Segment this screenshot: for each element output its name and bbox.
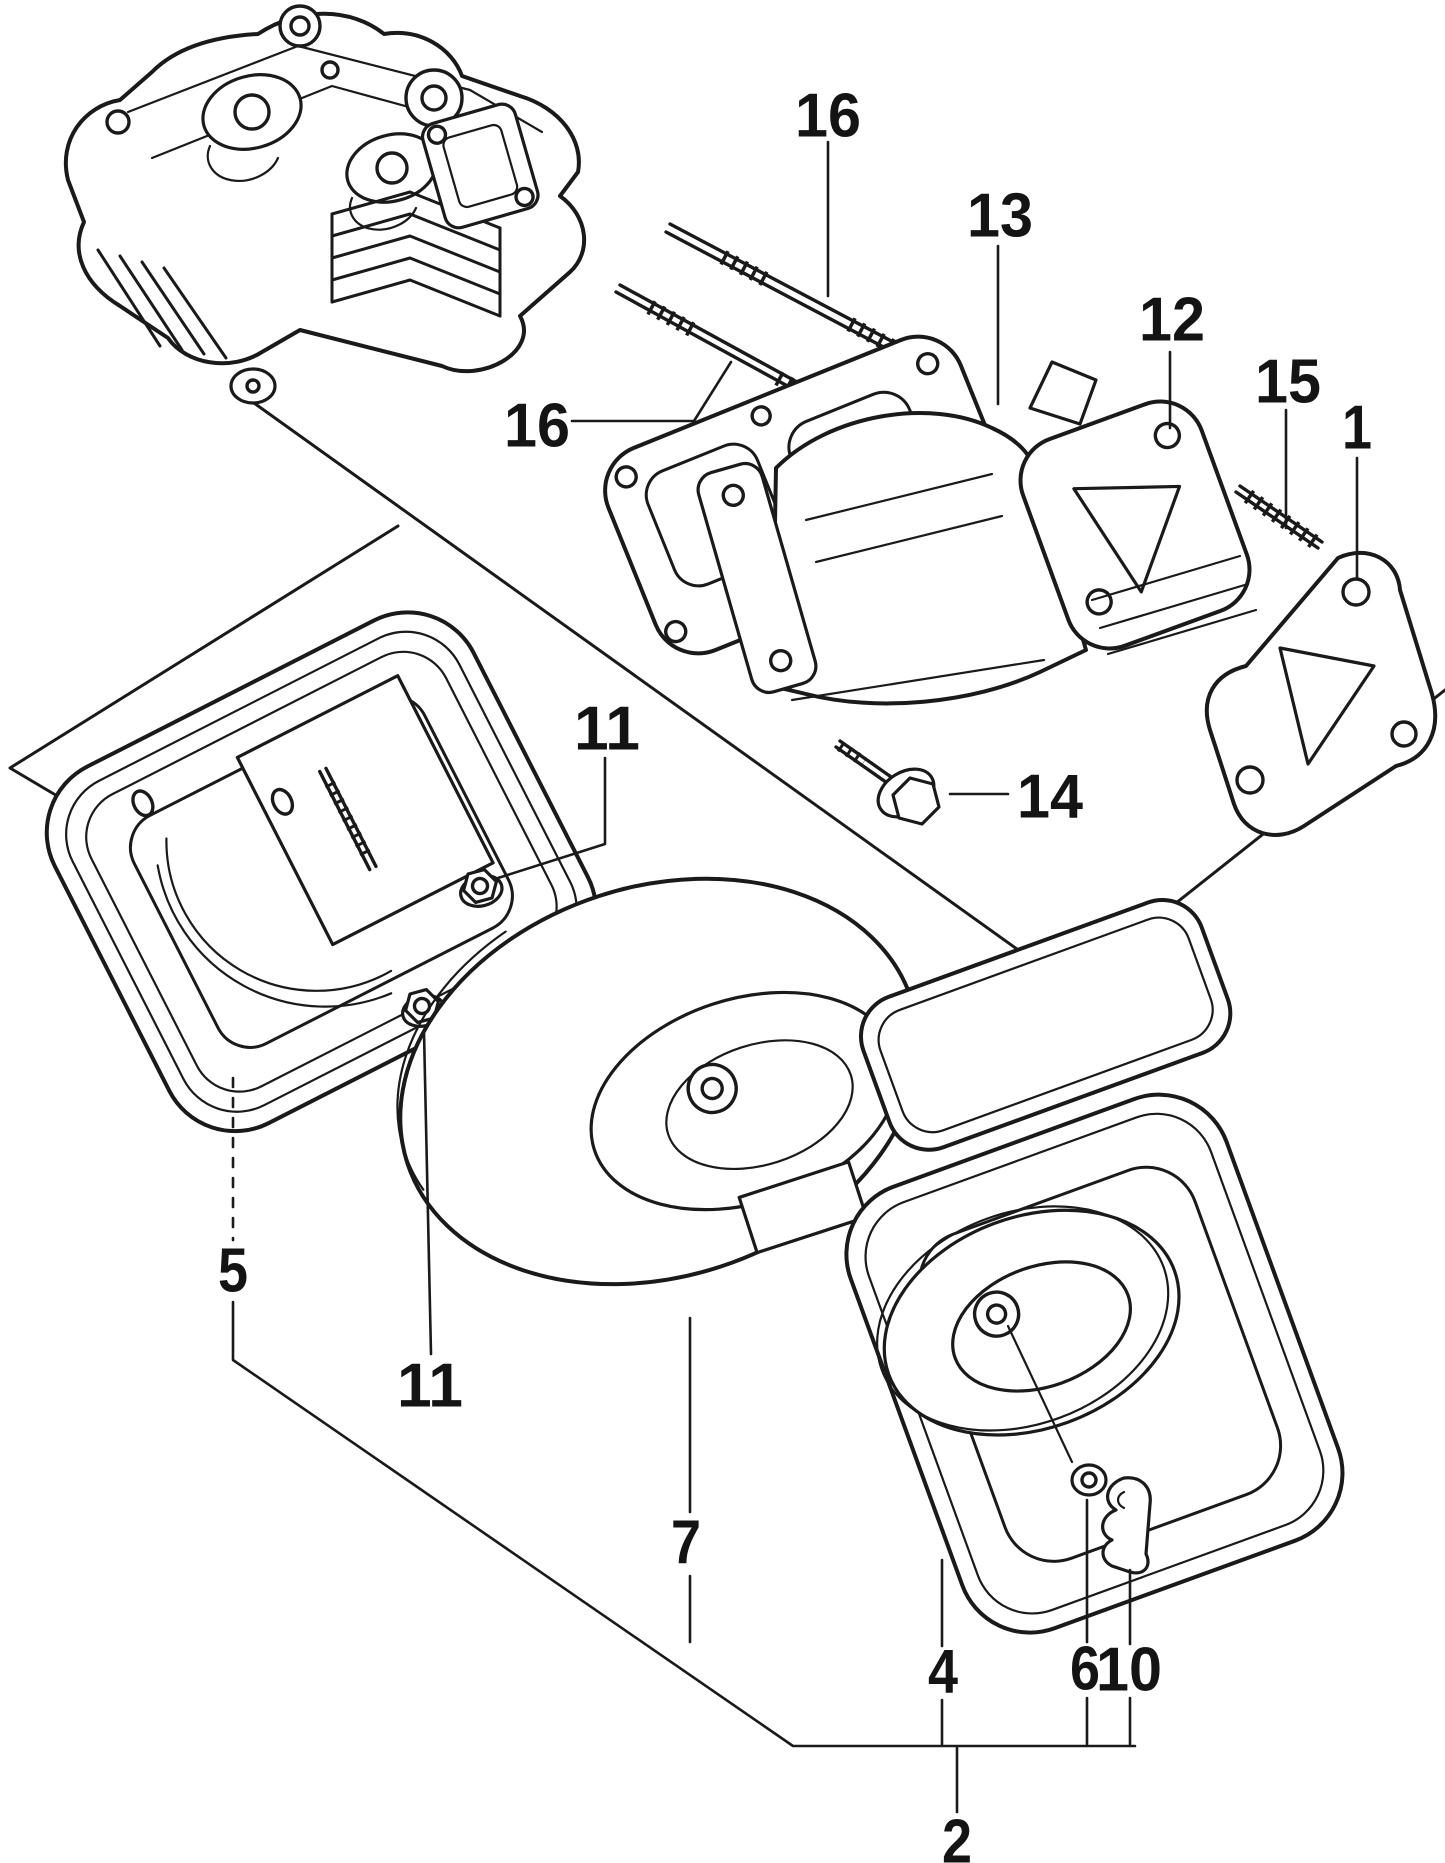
manifold-body: [770, 411, 1088, 706]
callout-15: 15: [1255, 348, 1321, 417]
callout-10: 10: [1096, 1636, 1162, 1705]
callout-16: 16: [504, 392, 570, 461]
valve-spring-arc-left: [206, 144, 280, 182]
stud-bolt-16-upper: [664, 222, 897, 354]
flange-nut-11-upper: [459, 868, 504, 908]
part-number-callouts: 16 13 12 15 1 16 14 11 11 5 7 4 610 2: [218, 82, 1372, 1863]
exhaust-flange: [420, 102, 540, 230]
valve-right: [375, 151, 409, 185]
callout-5: 5: [218, 1237, 248, 1306]
hub-to-washer-line: [1006, 1324, 1074, 1464]
bolt-hex-head: [891, 776, 941, 826]
bracket-hole: [270, 787, 295, 816]
lower-stud-boss-hole: [245, 378, 261, 394]
case-inlet-arc-2: [156, 864, 393, 1008]
callout-4: 4: [928, 1638, 958, 1707]
assembly-bracket-line: [231, 1300, 1137, 1748]
air-filter-element-7: [396, 876, 921, 1287]
callout-leader-16: [570, 360, 733, 423]
washer-6: [1070, 1463, 1108, 1497]
manifold-fins: [1090, 554, 1258, 656]
element-label-sticker: [737, 1160, 869, 1255]
callout-2: 2: [942, 1808, 972, 1863]
flange-bolt-14: [834, 739, 941, 826]
cylinder-head: [63, 4, 587, 405]
callout-1: 1: [1342, 394, 1372, 463]
case-hole: [131, 789, 155, 818]
manifold-ridge-2: [814, 514, 1004, 564]
callout-16: 16: [795, 82, 861, 151]
breather-boss-hole: [289, 15, 311, 37]
air-cleaner-cover-4: [844, 897, 1345, 1635]
manifold-carb-flange: [1018, 399, 1252, 651]
case-bracket: [235, 674, 495, 947]
callout-11: 11: [574, 695, 640, 764]
callout-14: 14: [1017, 763, 1083, 832]
manifold-top-tab: [1028, 360, 1098, 426]
head-bolt-hole: [105, 109, 131, 135]
callout-11: 11: [397, 1352, 463, 1421]
left-foot-fins: [96, 248, 228, 360]
callout-13: 13: [967, 182, 1033, 251]
clip-10: [1101, 1476, 1152, 1575]
case-inlet-arc-1: [165, 837, 393, 992]
frame-left-edge: [8, 524, 400, 802]
valve-left: [233, 93, 271, 131]
callout-leader-11: [496, 756, 607, 880]
manifold-bottom-lip: [790, 658, 1046, 702]
stud-bolt-15: [1234, 484, 1324, 550]
cover-lid: [858, 897, 1233, 1152]
callout-leader-11: [422, 1030, 433, 1356]
manifold-ridge-1: [804, 472, 994, 522]
manifold-left-flange: [696, 461, 818, 695]
manifold-gasket-1: [1204, 551, 1438, 837]
callout-6: 6: [1070, 1635, 1100, 1704]
callout-12: 12: [1139, 286, 1205, 355]
callout-7: 7: [671, 1509, 701, 1578]
head-boss-hole: [420, 84, 448, 112]
head-small-hole: [320, 60, 340, 80]
intake-manifold-12: [696, 360, 1258, 706]
